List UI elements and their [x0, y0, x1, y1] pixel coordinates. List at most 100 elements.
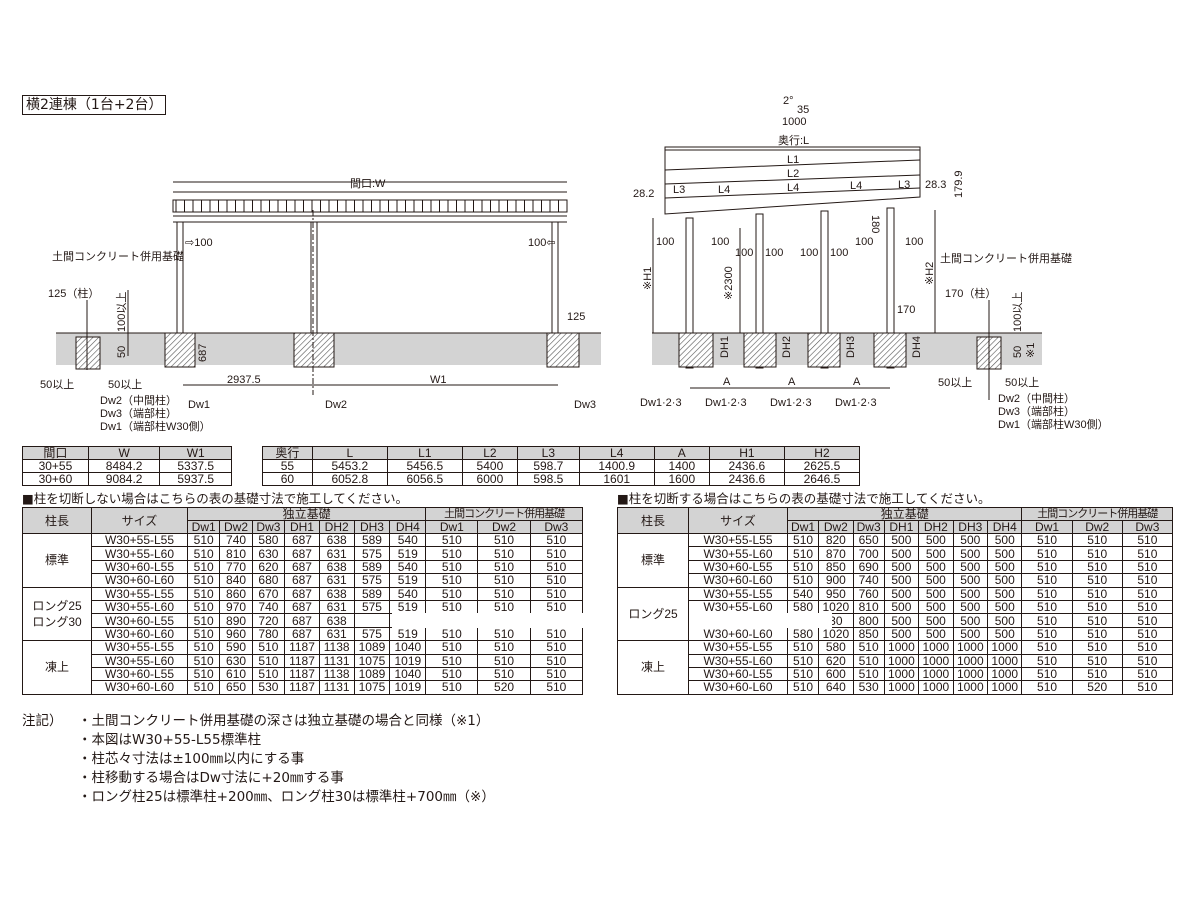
table-cell: 687	[284, 586, 320, 601]
dimension-label: 100	[735, 247, 753, 259]
table-cell: 780	[251, 626, 286, 642]
dimension-label: ※H1	[642, 267, 654, 290]
column-header: DH2	[918, 520, 954, 534]
column-header: H2	[783, 446, 861, 460]
table-cell: 519	[389, 599, 427, 615]
table-cell: 500	[952, 599, 989, 615]
table-cell: 1400.9	[578, 459, 655, 473]
table-cell: 510	[1021, 599, 1073, 615]
table-cell: W30+55-L60	[91, 599, 188, 615]
table-cell: 638	[318, 532, 355, 548]
table-cell: 510	[251, 640, 286, 655]
table-cell: 500	[918, 546, 954, 561]
dimension-label: 100	[656, 236, 674, 248]
column-header: Dw1	[1021, 520, 1073, 534]
dimension-label: 100	[711, 236, 729, 248]
table-cell: 1000	[883, 640, 920, 655]
table-cell: 510	[1121, 653, 1174, 668]
table-cell: 810	[852, 599, 885, 615]
table-cell: 510	[425, 680, 479, 695]
table-cell: 1131	[318, 680, 355, 695]
table-cell: 510	[477, 559, 531, 575]
construction-drawing: 間口:W ⇨100 100⇦ 土間コンクリート併用基礎 125（柱） 100以上…	[40, 95, 1109, 433]
column-group-independent: 独立基礎	[786, 507, 1023, 521]
table-cell: 500	[952, 559, 989, 575]
footing-detail	[75, 336, 101, 370]
table-cell: 510	[786, 680, 820, 695]
dimension-label: Dw3（端部柱）	[998, 404, 1075, 418]
table-cell: 670	[251, 586, 286, 601]
table-cell: 6056.5	[386, 472, 463, 486]
dimension-label: 170	[897, 304, 915, 316]
column-group-independent: 独立基礎	[186, 507, 427, 521]
post-4	[886, 207, 895, 369]
table-cell: 510	[425, 532, 479, 548]
table-cell: 500	[987, 532, 1023, 548]
table-cell: 510	[1121, 666, 1174, 682]
post-2	[755, 213, 764, 369]
table-cell: W30+55-L55	[91, 532, 188, 548]
footing-dh3	[807, 332, 841, 368]
table-cell: 589	[353, 559, 391, 575]
dimension-label: 179.9	[953, 170, 965, 198]
occlusion-strip	[689, 613, 832, 628]
footing-dh1	[678, 332, 714, 368]
table-cell: 510	[786, 640, 820, 655]
table-cell: 510	[1121, 599, 1174, 615]
side-view	[652, 146, 1042, 400]
dimension-label: Dw1·2·3	[705, 397, 747, 409]
column-header: DH2	[318, 520, 355, 534]
table-cell: 510	[425, 640, 479, 655]
table-cell: 687	[284, 613, 320, 628]
column-header: Dw2	[477, 520, 531, 534]
table-cell: 620	[818, 653, 854, 668]
table-cell: 631	[318, 599, 355, 615]
dimension-label: Dw1·2·3	[835, 397, 877, 409]
table-cell: 960	[219, 626, 253, 642]
table-cell: 519	[389, 546, 427, 561]
table-cell: 600	[818, 666, 854, 682]
table-cell: 1000	[883, 653, 920, 668]
column-header: L3	[516, 446, 580, 460]
dimension-label: A	[723, 376, 731, 388]
table-cell: 1000	[987, 640, 1023, 655]
table-cell: 610	[219, 666, 253, 682]
table-cell: 510	[1021, 586, 1073, 601]
table-cell: 510	[425, 546, 479, 561]
table-cell: 590	[219, 640, 253, 655]
table-cell: 510	[425, 586, 479, 601]
table-cell: 530	[251, 680, 286, 695]
table-cell: 1075	[353, 653, 391, 668]
table-cell: 970	[219, 599, 253, 615]
table-cell: 640	[818, 680, 854, 695]
dimension-label: Dw2（中間柱）	[100, 393, 177, 407]
dimension-label: 50以上	[1005, 376, 1039, 389]
table-cell: 1020	[818, 599, 854, 615]
column-header: Dw2	[1071, 520, 1123, 534]
table-cell: W30+60-L60	[688, 573, 788, 588]
dimension-label: 35	[797, 104, 809, 116]
table-cell: 5456.5	[386, 459, 463, 473]
table-cell: 510	[186, 640, 221, 655]
table-cell: 575	[353, 599, 391, 615]
column-group-slab: 土間コンクリート併用基礎	[1021, 507, 1173, 521]
table-cell: 510	[186, 532, 221, 548]
table-cell: W30+60-L55	[688, 559, 788, 575]
header-row: 柱長サイズ独立基礎土間コンクリート併用基礎	[22, 507, 583, 534]
table-cell: 1187	[284, 680, 320, 695]
cut-table-caption: ■柱を切断する場合はこちらの表の基礎寸法で施工してください。	[617, 491, 991, 506]
table-cell: 760	[852, 586, 885, 601]
